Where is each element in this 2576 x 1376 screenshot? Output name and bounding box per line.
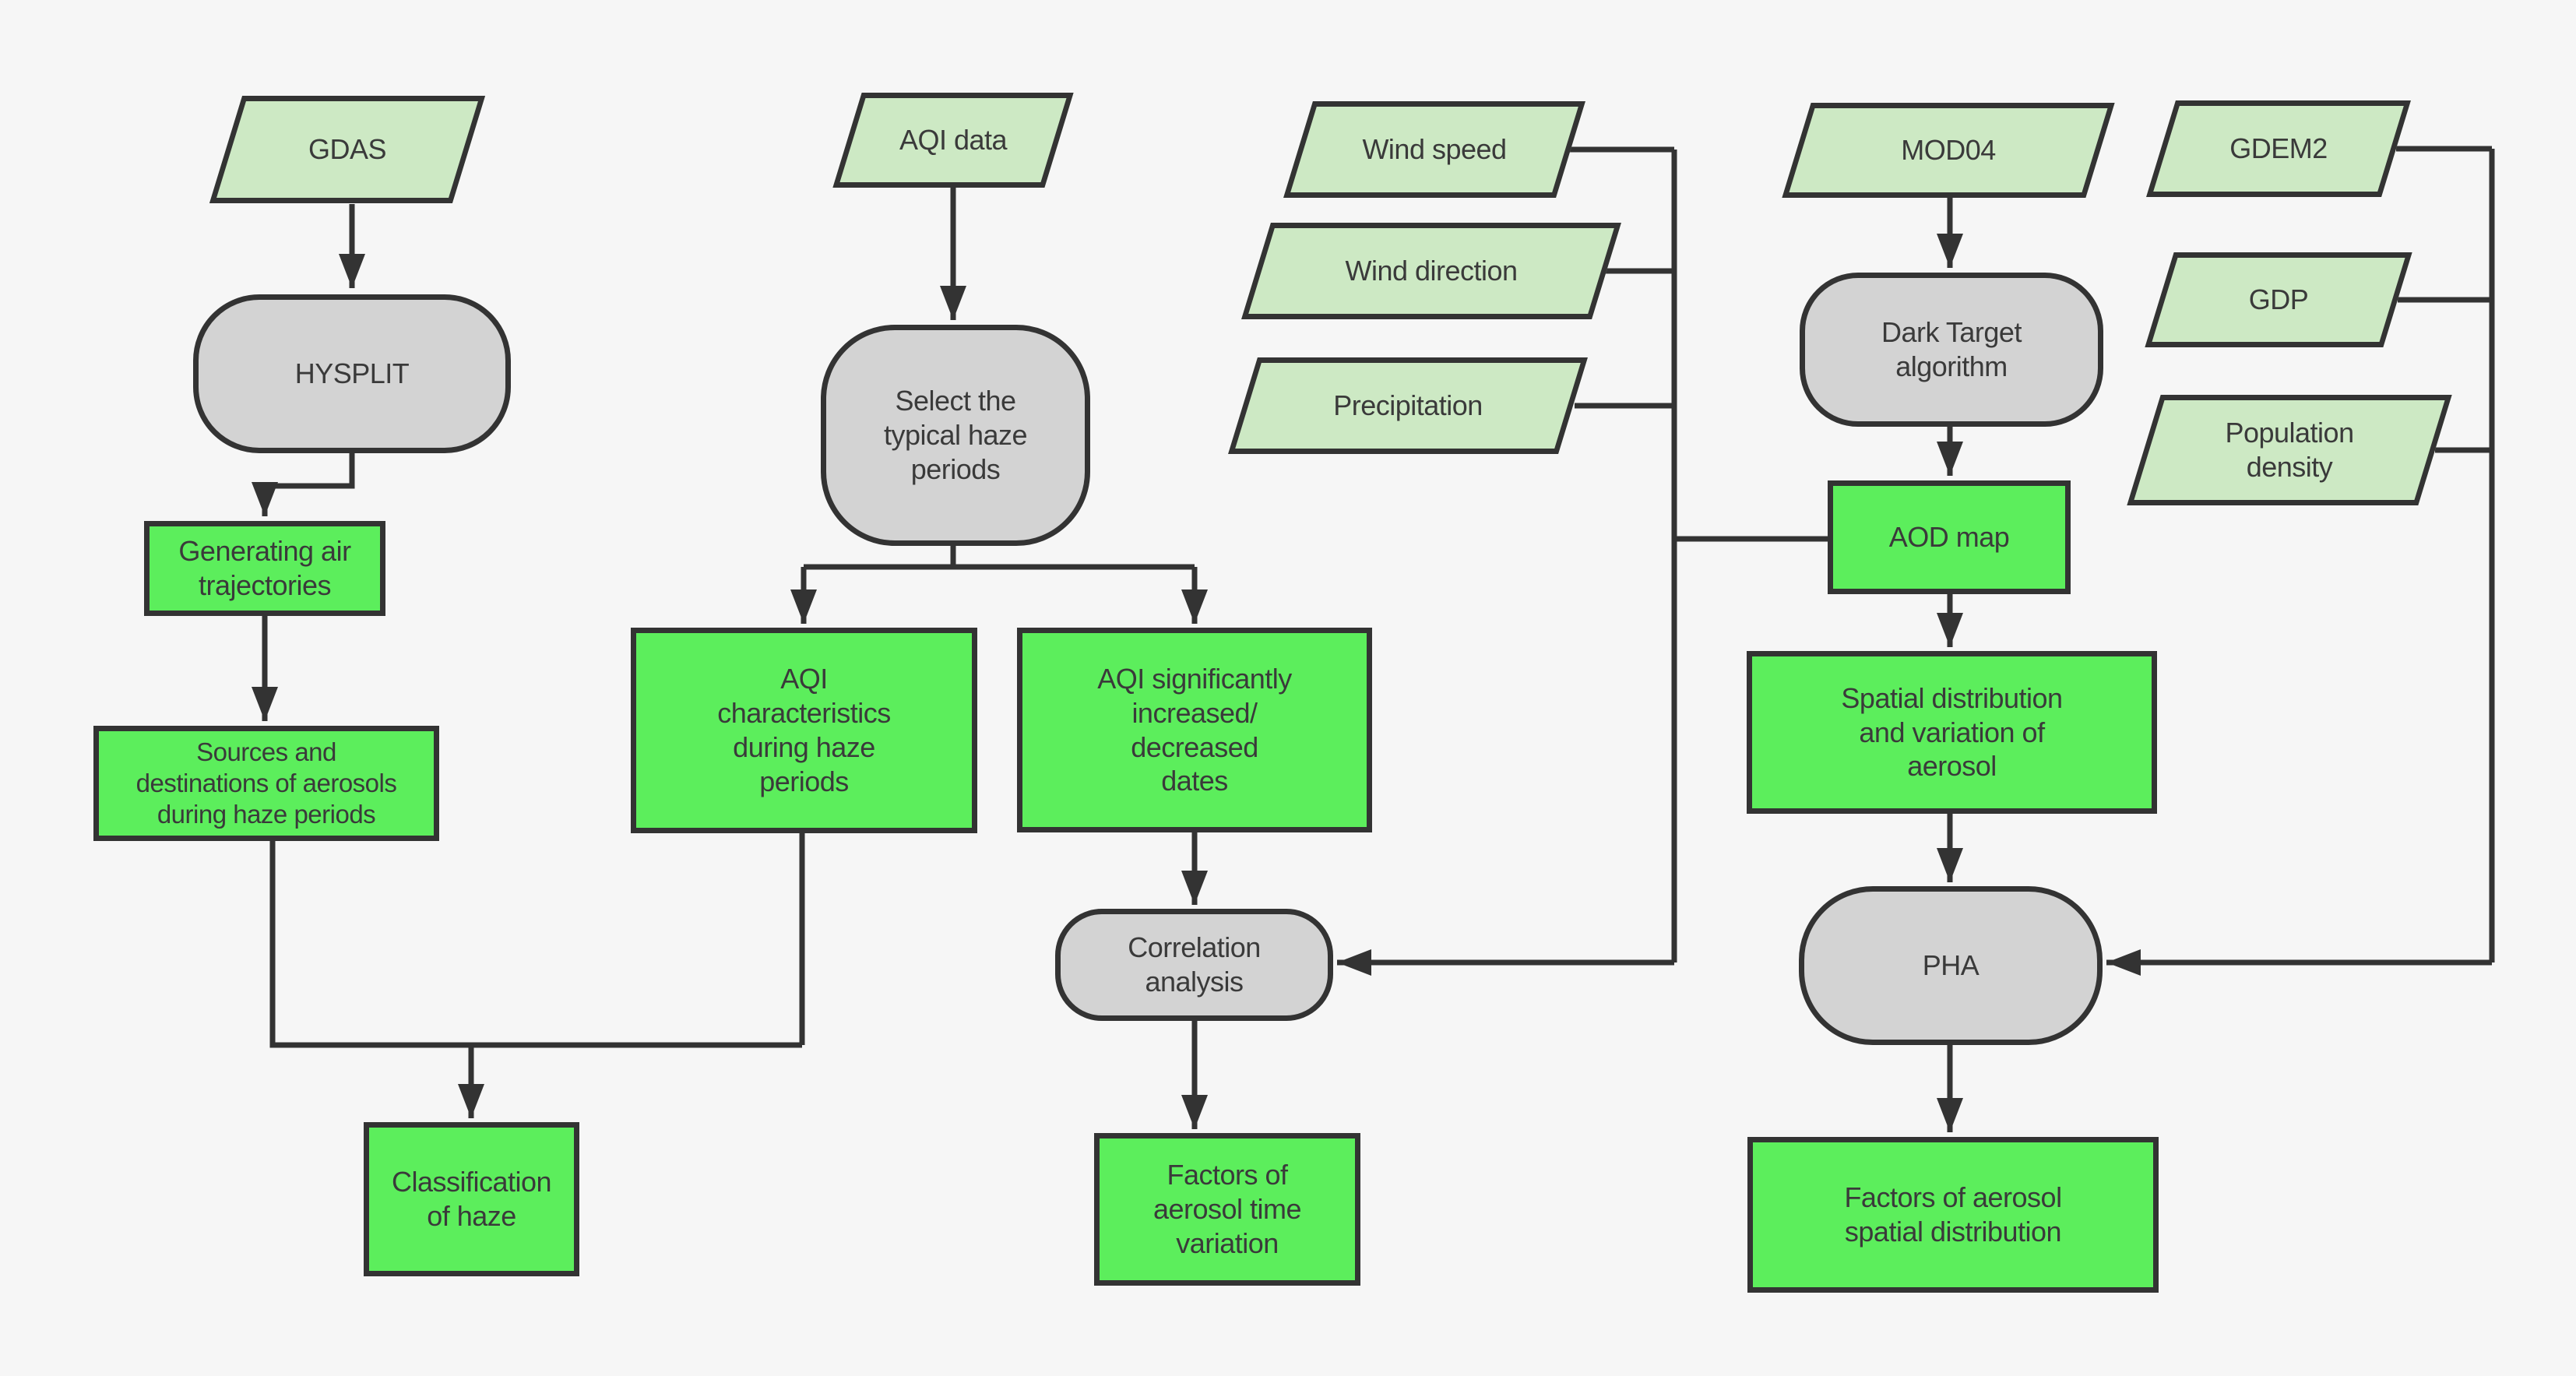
node-gdp: GDP: [2145, 252, 2412, 347]
node-dark-target-algorithm-label: Dark Target algorithm: [1881, 316, 2022, 382]
node-correlation-analysis-label: Correlation analysis: [1128, 931, 1261, 998]
node-mod04: MOD04: [1782, 103, 2115, 198]
node-aod-map: AOD map: [1828, 480, 2071, 594]
node-gdem2: GDEM2: [2146, 100, 2411, 197]
node-wind-direction: Wind direction: [1241, 223, 1621, 319]
node-factors-spatial-distribution-label: Factors of aerosol spatial distribution: [1844, 1181, 2062, 1248]
node-pha: PHA: [1799, 886, 2103, 1045]
node-sources-destinations-label: Sources and destinations of aerosols dur…: [135, 737, 397, 829]
node-precipitation: Precipitation: [1228, 357, 1588, 454]
node-classification-of-haze-label: Classification of haze: [391, 1166, 552, 1232]
node-gdp-label: GDP: [2248, 283, 2309, 316]
node-wind-direction-label: Wind direction: [1345, 255, 1518, 287]
node-correlation-analysis: Correlation analysis: [1055, 909, 1333, 1021]
node-factors-time-variation: Factors of aerosol time variation: [1094, 1133, 1360, 1286]
node-classification-of-haze: Classification of haze: [364, 1122, 579, 1276]
node-wind-speed-label: Wind speed: [1362, 133, 1507, 166]
node-spatial-distribution-label: Spatial distribution and variation of ae…: [1841, 681, 2063, 783]
node-hysplit: HYSPLIT: [193, 294, 511, 453]
node-sources-destinations: Sources and destinations of aerosols dur…: [93, 726, 439, 841]
node-gdas-label: GDAS: [308, 133, 387, 166]
node-hysplit-label: HYSPLIT: [294, 357, 410, 390]
node-generating-air-trajectories: Generating air trajectories: [144, 521, 385, 616]
node-pha-label: PHA: [1922, 949, 1980, 982]
node-dark-target-algorithm: Dark Target algorithm: [1800, 273, 2103, 427]
node-gdem2-label: GDEM2: [2229, 132, 2328, 165]
node-aqi-data-label: AQI data: [899, 124, 1008, 157]
node-gdas: GDAS: [209, 96, 486, 203]
node-generating-air-trajectories-label: Generating air trajectories: [178, 535, 351, 601]
node-precipitation-label: Precipitation: [1333, 389, 1483, 422]
node-aqi-characteristics-label: AQI characteristics during haze periods: [717, 663, 891, 797]
node-aqi-data: AQI data: [832, 93, 1074, 188]
node-spatial-distribution: Spatial distribution and variation of ae…: [1747, 651, 2157, 814]
node-select-typical-haze-periods-label: Select the typical haze periods: [883, 385, 1028, 485]
node-factors-time-variation-label: Factors of aerosol time variation: [1153, 1159, 1302, 1259]
node-aqi-significantly: AQI significantly increased/ decreased d…: [1017, 628, 1372, 832]
node-aod-map-label: AOD map: [1888, 521, 2010, 554]
node-aqi-characteristics: AQI characteristics during haze periods: [631, 628, 977, 833]
node-population-density: Population density: [2127, 395, 2452, 505]
node-mod04-label: MOD04: [1901, 134, 1996, 167]
node-factors-spatial-distribution: Factors of aerosol spatial distribution: [1747, 1137, 2159, 1293]
node-select-typical-haze-periods: Select the typical haze periods: [821, 325, 1090, 546]
node-population-density-label: Population density: [2225, 417, 2354, 483]
node-aqi-significantly-label: AQI significantly increased/ decreased d…: [1097, 662, 1292, 797]
node-wind-speed: Wind speed: [1283, 101, 1585, 198]
